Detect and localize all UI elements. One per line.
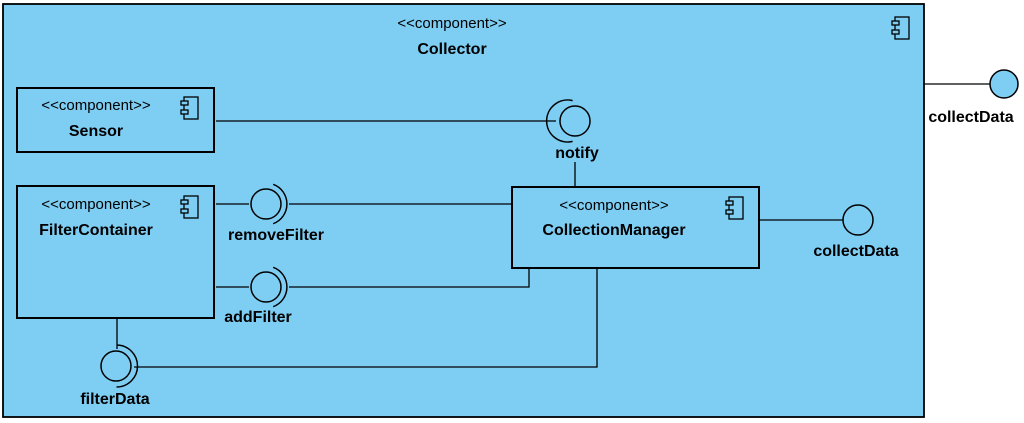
socket-icon [116,344,139,388]
interface-remove-filter[interactable]: removeFilter [228,183,324,244]
interface-label-collect-data-outer: collectData [928,109,1013,126]
interface-label-add-filter: addFilter [224,309,292,326]
collection-manager-component[interactable]: <<component>> CollectionManager [511,186,760,269]
sensor-box [16,87,215,153]
filter-container-box [16,185,215,319]
sensor-stereotype: <<component>> [41,97,150,114]
ball-icon [559,105,591,137]
interface-notify[interactable]: notify [545,99,599,162]
component-icon [180,195,199,219]
collector-stereotype: <<component>> [397,15,506,32]
interface-collect-data-inner[interactable]: collectData [813,204,899,260]
connector-filter-data-collection-manager [134,268,598,368]
filter-container-component[interactable]: <<component>> FilterContainer [16,185,215,319]
interface-add-filter[interactable]: addFilter [224,266,292,326]
interface-label-notify: notify [555,145,599,162]
interface-label-remove-filter: removeFilter [228,227,324,244]
collection-manager-stereotype: <<component>> [559,197,668,214]
interface-collect-data-outer[interactable]: collectData [928,69,1019,126]
interface-label-filter-data: filterData [80,391,149,408]
ball-icon [989,69,1019,99]
collection-manager-box [511,186,760,269]
socket-icon [545,99,573,143]
collection-manager-name: CollectionManager [542,222,685,239]
collector-name: Collector [417,41,486,58]
ball-icon [250,271,282,303]
ball-icon [100,350,132,382]
component-icon [725,196,744,220]
interface-label-collect-data-inner: collectData [813,243,898,260]
ball-icon [250,188,282,220]
interface-filter-data[interactable]: filterData [80,344,150,408]
filter-container-name: FilterContainer [39,222,153,239]
ball-icon [842,204,874,236]
filter-container-stereotype: <<component>> [41,196,150,213]
connector-add-filter-collection-manager [289,268,530,288]
component-icon [891,16,910,40]
sensor-component[interactable]: <<component>> Sensor [16,87,215,153]
sensor-name: Sensor [69,123,123,140]
socket-icon [272,266,288,308]
socket-icon [272,183,288,225]
connectors [116,83,990,368]
component-icon [180,96,199,120]
